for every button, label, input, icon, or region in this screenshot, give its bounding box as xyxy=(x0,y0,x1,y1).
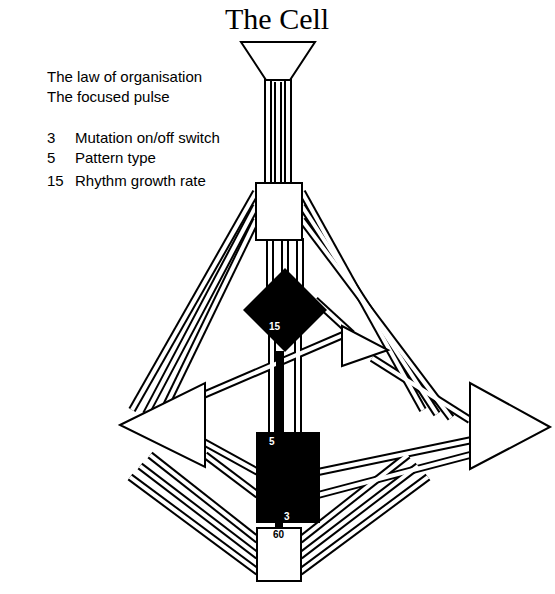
g-center: 15 xyxy=(243,268,327,352)
diamond-shape xyxy=(243,268,327,352)
gate-number: 3 xyxy=(47,129,55,147)
solar-plexus-center xyxy=(470,383,550,469)
sacral-center-shape xyxy=(256,432,320,523)
gate-number: 15 xyxy=(269,321,280,332)
channel-fill xyxy=(276,82,280,186)
title: The Cell xyxy=(225,2,329,36)
channel-fill xyxy=(205,455,258,495)
gate-number: 3 xyxy=(284,511,290,522)
channel-fill xyxy=(160,220,256,418)
channel-outline xyxy=(264,78,272,186)
channel-fill xyxy=(372,358,470,420)
spleen-center xyxy=(120,383,205,467)
channel-fill xyxy=(296,330,300,434)
gate-description: Pattern type xyxy=(75,149,156,167)
channel-fill xyxy=(266,78,270,186)
square-shape xyxy=(256,432,320,523)
gate-description: Rhythm growth rate xyxy=(75,172,206,190)
gate-number: 15 xyxy=(47,172,64,190)
channel-fill xyxy=(302,220,451,418)
note: The focused pulse xyxy=(47,88,170,106)
channel-outline xyxy=(160,220,256,418)
head-center xyxy=(241,42,315,80)
channel-fill xyxy=(146,206,256,414)
channel-outline xyxy=(274,82,282,186)
channel-outline xyxy=(294,330,302,434)
g-center-shape xyxy=(243,268,327,352)
channel-fill xyxy=(286,78,290,186)
heart-center xyxy=(342,326,388,366)
channel-fill xyxy=(132,192,256,410)
gate-description: Mutation on/off switch xyxy=(75,129,220,147)
channel-outline xyxy=(372,358,470,420)
throat-center xyxy=(256,183,302,240)
channel-outline xyxy=(268,330,276,434)
note: The law of organisation xyxy=(47,68,202,86)
channel-fill xyxy=(130,477,258,572)
channel-outline xyxy=(318,455,470,495)
square-shape xyxy=(257,528,301,581)
gate-number: 60 xyxy=(273,529,284,540)
channel-outline xyxy=(302,220,451,418)
root-center: 60 xyxy=(256,527,302,582)
sacral-center: 53 xyxy=(256,432,320,523)
defined-channel xyxy=(276,351,284,433)
channel-outline xyxy=(205,455,258,495)
channel-fill xyxy=(318,455,470,495)
channel-fill xyxy=(150,455,258,540)
gate-number: 5 xyxy=(269,436,275,447)
channel-outline xyxy=(284,78,292,186)
channel-fill xyxy=(270,330,274,434)
gate-number: 5 xyxy=(47,149,55,167)
